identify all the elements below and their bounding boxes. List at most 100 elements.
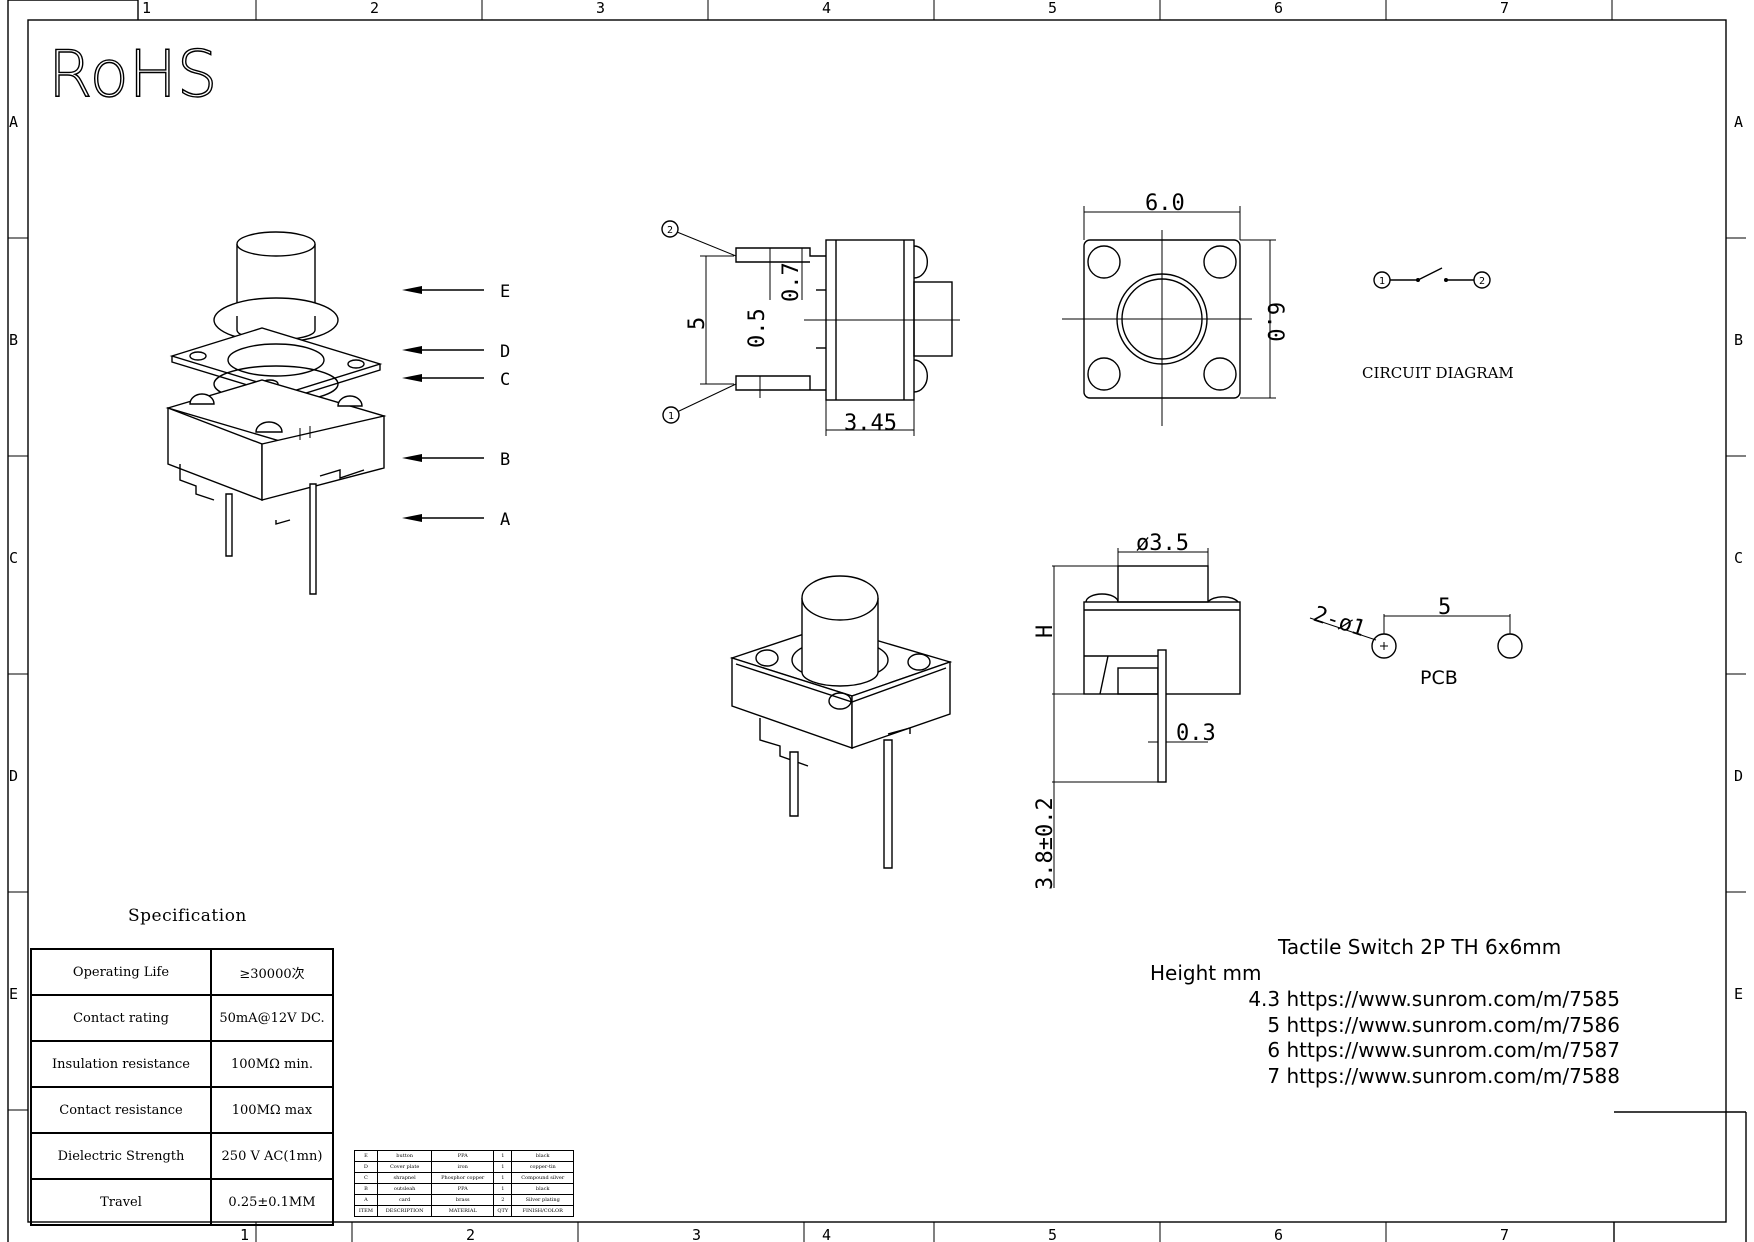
exploded-view [165,231,387,595]
product-link[interactable]: https://www.sunrom.com/m/7587 [1286,1038,1621,1062]
product-link[interactable]: https://www.sunrom.com/m/7585 [1286,987,1621,1011]
bom-cell: Silver plating [511,1194,574,1206]
dim-width: 6.0 [1145,191,1185,216]
bom-cell: copper-tin [511,1161,574,1173]
callout-d: D [500,342,510,362]
row-label-right-e: E [1734,985,1743,1003]
dim-pin-thickness: 0.7 [779,262,804,302]
col-label-bottom-4: 4 [822,1226,831,1242]
table-row: Insulation resistance 100MΩ min. [30,1040,334,1088]
bom-cell: PPA [431,1183,495,1195]
bom-cell: black [511,1183,574,1195]
circuit-pin-1: 1 [1379,276,1385,287]
list-item[interactable]: 7 https://www.sunrom.com/m/7588 [1150,1064,1620,1088]
bom-header: ITEM [354,1205,378,1217]
bom-header: MATERIAL [431,1205,495,1217]
row-label-right-c: C [1734,549,1743,567]
row-label-left-c: C [9,549,18,567]
spec-value: 100MΩ min. [210,1040,334,1088]
spec-title: Specification [128,906,247,926]
row-label-left-a: A [9,113,18,131]
spec-value: 100MΩ max [210,1086,334,1134]
row-label-right-b: B [1734,331,1743,349]
pcb-holes-label: 2-ø1 [1310,602,1368,642]
spec-value: 50mA@12V DC. [210,994,334,1042]
row-label-left-e: E [9,985,18,1003]
bom-cell: Cover plate [376,1161,433,1173]
product-link[interactable]: https://www.sunrom.com/m/7586 [1286,1013,1621,1037]
table-row: Contact rating 50mA@12V DC. [30,994,334,1042]
bom-cell: B [354,1183,378,1195]
pcb-title: PCB [1420,667,1458,689]
row-label-right-a: A [1734,113,1743,131]
bom-cell: button [376,1150,433,1162]
bom-cell: outsleah [376,1183,433,1195]
side-view: 2 1 5 0.7 0.5 3.45 [661,220,960,436]
spec-key: Contact rating [30,994,212,1042]
bom-cell: D [354,1161,378,1173]
bom-cell: 1 [493,1172,513,1184]
col-label-bottom-5: 5 [1048,1226,1057,1242]
circuit-pin-2: 2 [1479,276,1485,287]
bom-cell: E [354,1150,378,1162]
callout-e: E [500,282,510,302]
table-row: Operating Life ≥30000次 [30,948,334,996]
bom-cell: Phosphor copper [431,1172,495,1184]
height-value: 4.3 [1248,987,1281,1011]
bom-header: DESCRIPTION [376,1205,433,1217]
bom-cell: C [354,1172,378,1184]
table-row: Travel 0.25±0.1MM [30,1178,334,1226]
bom-cell: shrapnel [376,1172,433,1184]
height-value: 5 [1267,1013,1281,1037]
bom-cell: brass [431,1194,495,1206]
dim-depth: 6.0 [1262,302,1287,342]
row-label-left-b: B [9,331,18,349]
bom-cell: 1 [493,1150,513,1162]
callout-b: B [500,450,510,470]
dim-height: H [1033,625,1058,638]
bom-header: QTY [493,1205,513,1217]
list-item[interactable]: 4.3 https://www.sunrom.com/m/7585 [1150,987,1620,1011]
bom-cell: A [354,1194,378,1206]
product-title: Tactile Switch 2P TH 6x6mm [1278,935,1562,959]
dim-actuator-dia: ø3.5 [1136,531,1189,556]
bom-cell: Compound silver [511,1172,574,1184]
spec-key: Operating Life [30,948,212,996]
col-label-top-1: 1 [142,0,151,17]
table-row: Dielectric Strength 250 V AC(1mn) [30,1132,334,1180]
top-view: 6.0 6.0 [1062,191,1287,426]
col-label-bottom-3: 3 [692,1226,701,1242]
dim-pin-offset: 0.5 [745,308,770,348]
list-item[interactable]: 5 https://www.sunrom.com/m/7586 [1150,1013,1620,1037]
dim-pin-spacing: 5 [685,317,710,330]
list-item[interactable]: 6 https://www.sunrom.com/m/7587 [1150,1038,1620,1062]
col-label-top-5: 5 [1048,0,1057,17]
dim-lead-thickness: 0.3 [1176,721,1216,746]
spec-key: Travel [30,1178,212,1226]
col-label-top-6: 6 [1274,0,1283,17]
col-label-top-4: 4 [822,0,831,17]
rohs-logo: RoHS [48,38,218,112]
height-label: Height mm [1150,961,1262,985]
spec-key: Insulation resistance [30,1040,212,1088]
side-pin-label-1: 1 [668,411,674,422]
col-label-top-7: 7 [1500,0,1509,17]
callout-c: C [500,370,510,390]
height-value: 7 [1267,1064,1281,1088]
product-link[interactable]: https://www.sunrom.com/m/7588 [1286,1064,1621,1088]
bom-cell: iron [431,1161,495,1173]
callout-a: A [500,510,510,530]
dim-body-depth: 3.45 [844,411,897,436]
front-view: ø3.5 H 0.3 3.8±0.2 [1033,531,1241,890]
col-label-bottom-1: 1 [240,1226,249,1242]
dim-lead-length: 3.8±0.2 [1033,797,1058,890]
bom-cell: black [511,1150,574,1162]
pcb-spacing-label: 5 [1438,595,1451,620]
